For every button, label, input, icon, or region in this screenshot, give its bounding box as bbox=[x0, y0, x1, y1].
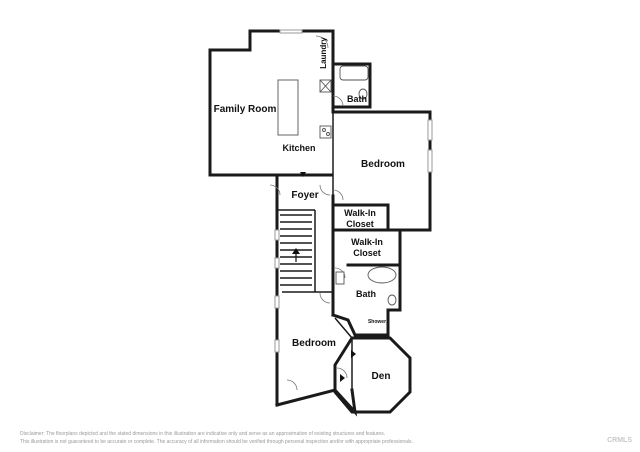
room-label-bedroom-lower: Bedroom bbox=[292, 338, 336, 349]
watermark-logo: CRMLS bbox=[607, 437, 632, 444]
room-label-family-room: Family Room bbox=[214, 104, 277, 115]
room-label-shower: Shower bbox=[368, 319, 386, 325]
disclaimer-line-1: Disclaimer: The floorplans depicted and … bbox=[20, 431, 386, 437]
room-label-laundry: Laundry bbox=[319, 37, 328, 69]
fixtures bbox=[277, 65, 397, 382]
room-label-walkin-closet-2-line1: Walk-In bbox=[351, 237, 383, 247]
kitchen-island bbox=[277, 79, 299, 136]
room-label-bedroom-right: Bedroom bbox=[361, 159, 405, 170]
doors bbox=[269, 35, 348, 391]
room-label-walkin-closet-1-line2: Closet bbox=[346, 219, 374, 229]
room-label-den: Den bbox=[372, 371, 391, 382]
room-label-kitchen: Kitchen bbox=[282, 143, 315, 153]
den-door-arrow-icon bbox=[340, 374, 345, 382]
kitchen-range bbox=[319, 125, 332, 139]
room-labels: Family Room Laundry Bath Kitchen Bedroom… bbox=[214, 37, 405, 382]
lower-toilet bbox=[387, 294, 397, 306]
room-label-walkin-closet-2-line2: Closet bbox=[353, 248, 381, 258]
bedroom-door-arrow-icon bbox=[351, 350, 356, 358]
upper-tub bbox=[339, 65, 369, 81]
room-label-foyer: Foyer bbox=[291, 190, 318, 201]
upper-toilet bbox=[358, 88, 368, 100]
lower-sink bbox=[335, 271, 345, 285]
room-label-bath-lower: Bath bbox=[356, 289, 376, 299]
room-label-walkin-closet-1-line1: Walk-In bbox=[344, 208, 376, 218]
stair-treads bbox=[280, 214, 312, 286]
disclaimer-line-2: This illustration is not guaranteed to b… bbox=[20, 439, 413, 445]
entry-arrow-icon bbox=[300, 172, 306, 177]
room-label-bath-upper: Bath bbox=[347, 94, 367, 104]
windows bbox=[274, 29, 433, 353]
lower-tub bbox=[367, 266, 397, 284]
stair-up-arrow-icon bbox=[292, 248, 300, 254]
